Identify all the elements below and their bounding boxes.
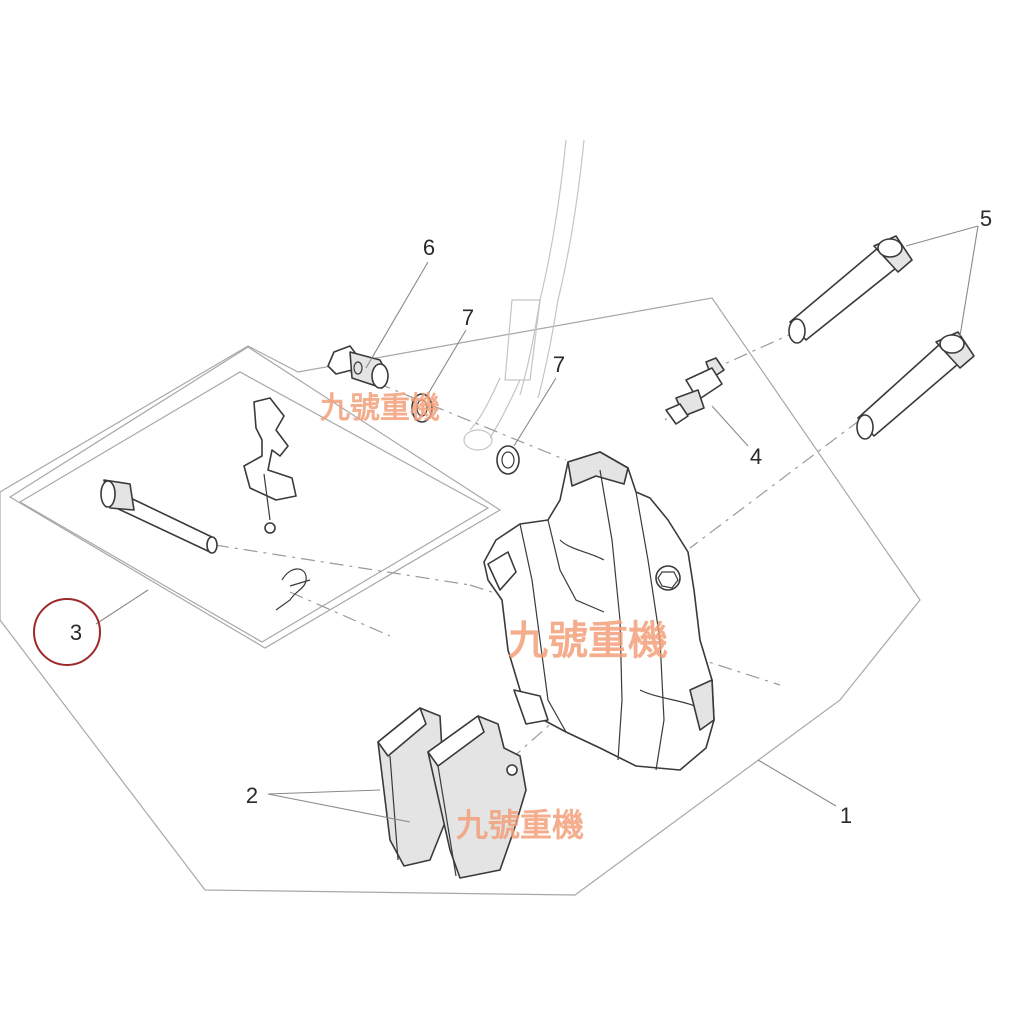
brake-pad-left [377, 707, 447, 867]
sealing-washer-lower [496, 445, 520, 475]
callout-7-upper: 7 [462, 305, 474, 330]
bleed-valve-part [665, 357, 725, 425]
pad-retaining-pin [100, 479, 218, 554]
kit-3-outer-frame [8, 346, 502, 649]
kit-3-inner-frame [18, 371, 490, 643]
callout-2: 2 [246, 783, 258, 808]
banjo-bolt-part [327, 345, 389, 389]
caliper-bolt-upper [788, 235, 913, 344]
r-clip [275, 568, 311, 611]
callout-3: 3 [70, 620, 82, 645]
callout-4: 4 [750, 444, 762, 469]
callout-5: 5 [980, 206, 992, 231]
leader-lines [95, 225, 979, 823]
watermark-top: 九號重機 [320, 391, 440, 426]
watermark-middle: 九號重機 [508, 618, 668, 664]
watermark-bottom: 九號重機 [456, 806, 584, 844]
callout-6: 6 [423, 235, 435, 260]
callout-1: 1 [840, 803, 852, 828]
pad-spring-clip [243, 397, 297, 534]
brake-pad-right [427, 715, 527, 879]
sealing-washer-upper [411, 393, 433, 423]
callout-7-lower: 7 [553, 352, 565, 377]
callout-3-highlight-circle [33, 598, 101, 666]
brake-hose [463, 139, 585, 451]
caliper-bolt-lower [856, 331, 975, 440]
brake-caliper-body-part [483, 451, 715, 771]
assembly-1-frame [0, 297, 921, 896]
